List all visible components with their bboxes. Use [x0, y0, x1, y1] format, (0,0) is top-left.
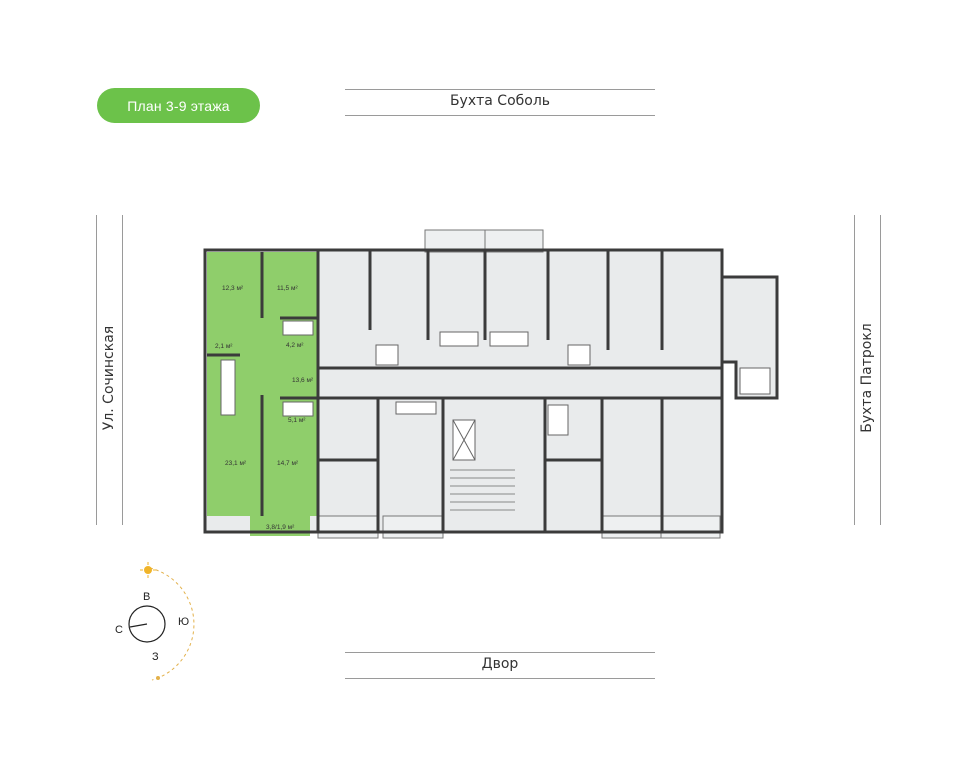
compass-rose: В С Ю З — [115, 562, 195, 681]
room-area-balcony: 3,8/1,9 м² — [266, 524, 295, 531]
room-area-room1: 12,3 м² — [222, 285, 244, 292]
room-area-room2: 11,5 м² — [277, 285, 298, 292]
top-street-line-2 — [345, 115, 655, 116]
right-street-line-1 — [854, 215, 855, 525]
left-street-line-1 — [96, 215, 97, 525]
top-street-line-1 — [345, 89, 655, 90]
compass-north: С — [115, 624, 123, 636]
compass-east: В — [143, 591, 150, 603]
room-area-kitchen: 23,1 м² — [225, 460, 247, 467]
bottom-street-label: Двор — [481, 656, 519, 672]
right-street-line-2 — [880, 215, 881, 525]
walls — [203, 248, 779, 534]
floor-plan-badge: План 3-9 этажа — [97, 88, 260, 123]
left-street-line-2 — [122, 215, 123, 525]
room-area-bath1: 4,2 м² — [286, 342, 304, 349]
compass-west: З — [152, 651, 159, 663]
compass-south: Ю — [178, 616, 189, 628]
sun-icon — [140, 562, 156, 578]
stairwell — [450, 469, 515, 511]
room-area-hall1: 2,1 м² — [215, 343, 233, 350]
room-area-corridor: 13,6 м² — [292, 377, 314, 384]
bottom-street-line-1 — [345, 652, 655, 653]
room-area-room3: 14,7 м² — [277, 460, 299, 467]
bottom-street-line-2 — [345, 678, 655, 679]
interior-fixtures — [220, 320, 771, 461]
top-street-label: Бухта Соболь — [449, 93, 551, 109]
room-area-bath2: 5,1 м² — [288, 417, 306, 424]
